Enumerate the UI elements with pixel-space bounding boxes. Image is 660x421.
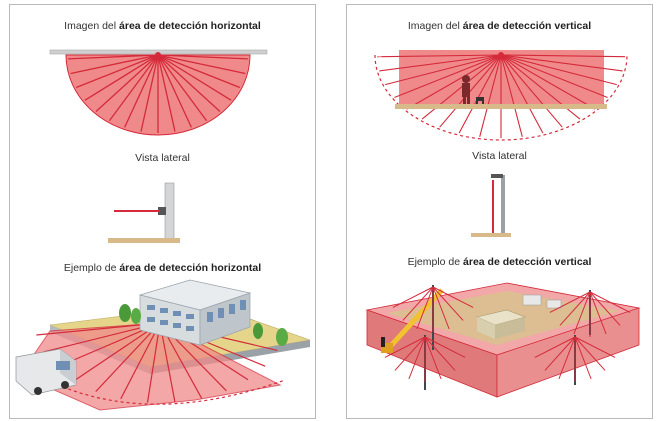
detection-beam [68, 54, 159, 60]
detection-beam [95, 54, 159, 112]
detection-beam [500, 54, 623, 72]
horizontal-detection-fan [49, 49, 268, 136]
detection-beam [559, 291, 591, 326]
detection-beam [534, 336, 576, 358]
detection-beam [544, 336, 576, 371]
detection-beam [384, 336, 426, 358]
detection-beam [73, 322, 161, 382]
detection-beam [432, 286, 464, 321]
detection-beam [589, 291, 607, 335]
detection-beam [157, 54, 241, 89]
detection-beam [424, 336, 466, 358]
detection-beam [157, 54, 248, 60]
detection-beam [157, 54, 176, 132]
detection-beam [379, 54, 502, 72]
detection-beam [394, 336, 426, 371]
detection-beam [439, 54, 502, 128]
detection-beam [376, 54, 502, 58]
detection-beam [408, 336, 426, 380]
detection-beam [157, 54, 208, 122]
vertical-example-caption: Ejemplo de área de detección vertical [407, 256, 592, 268]
detection-beam [84, 54, 159, 101]
detection-beam [500, 54, 563, 128]
detection-beam [500, 54, 608, 99]
detection-beam [157, 54, 246, 75]
detection-beam [573, 291, 591, 335]
vertical-side-view [471, 174, 511, 237]
vertical-side-view-caption: Vista lateral [472, 150, 527, 162]
detection-beam [549, 291, 591, 313]
detection-beam [558, 336, 576, 380]
detection-beam [157, 54, 232, 101]
detection-beam [124, 54, 159, 128]
horizontal-example-caption: Ejemplo de área de detección horizontal [63, 262, 262, 274]
horizontal-image-caption: Imagen del área de detección horizontal [64, 20, 261, 32]
detection-beam [589, 291, 621, 326]
vertical-image-caption: Imagen del área de detección vertical [407, 20, 592, 32]
horizontal-side-view [108, 182, 180, 243]
detection-beam [70, 54, 159, 75]
detection-beam [157, 54, 192, 128]
detection-beam [95, 322, 161, 393]
detection-beam [416, 286, 434, 330]
vertical-example-scene [365, 282, 641, 398]
detection-beam [458, 54, 502, 134]
detection-beam [479, 54, 502, 137]
detection-beam [392, 286, 434, 308]
horizontal-side-view-caption: Vista lateral [135, 152, 190, 164]
detection-beam [108, 54, 159, 122]
detection-beam [500, 54, 544, 134]
horizontal-detection-panel: Imagen del área de detección horizontal … [9, 4, 316, 419]
detection-beam [500, 54, 626, 58]
detection-beam [500, 54, 617, 86]
detection-beam [146, 322, 161, 403]
detection-beam [140, 54, 159, 132]
detection-beam [589, 291, 631, 313]
detection-beam [500, 54, 596, 110]
detection-beam [75, 54, 159, 89]
detection-beam [394, 54, 502, 99]
detection-beam [574, 336, 592, 380]
detection-beam [406, 54, 502, 110]
horizontal-example-scene [15, 279, 311, 411]
detection-beam [574, 336, 606, 371]
detection-beam [157, 54, 221, 112]
detection-beam [432, 286, 474, 308]
detection-beam [424, 336, 456, 371]
detection-beam [500, 54, 523, 137]
detection-beam [385, 54, 502, 86]
detection-beam [36, 322, 161, 336]
detection-beam [432, 286, 450, 330]
vertical-detection-fan [374, 50, 628, 141]
detection-beam [424, 336, 442, 380]
detection-beam [159, 322, 176, 403]
detection-beam [402, 286, 434, 321]
vertical-detection-panel: Imagen del área de detección vertical Vi… [346, 4, 653, 419]
detection-beam [120, 322, 161, 400]
detection-beam [574, 336, 616, 358]
